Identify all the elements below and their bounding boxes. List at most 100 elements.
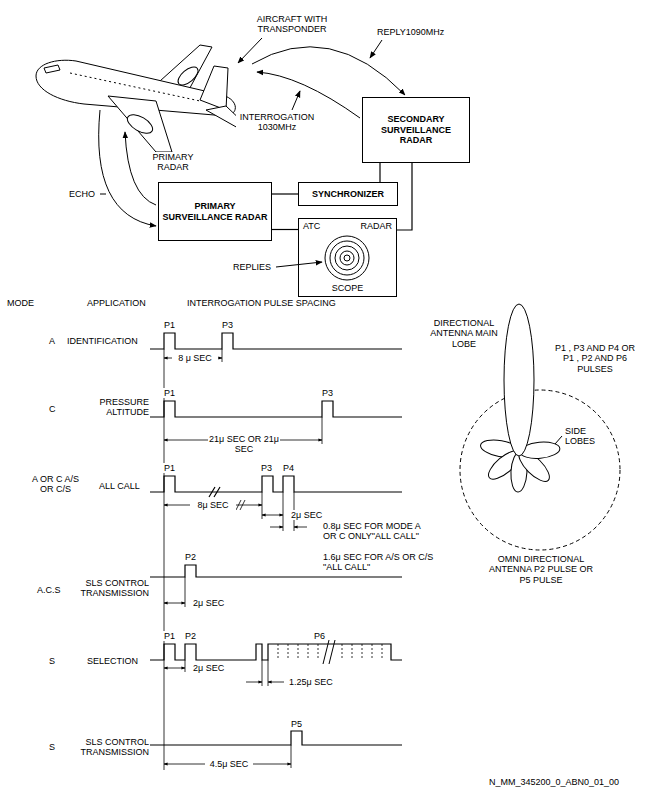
connector-line: [397, 163, 412, 230]
dimension-line: [246, 682, 262, 683]
scope-display: [325, 236, 369, 280]
callout-text: 2μ SEC: [290, 510, 323, 520]
callout-text: P1 , P3 AND P4 OR P1 , P2 AND P6 PULSES: [548, 343, 642, 374]
callout-text: P4: [282, 463, 295, 473]
process-box: PRIMARY SURVEILLANCE RADAR: [158, 182, 272, 241]
scope-ring: [325, 236, 369, 280]
leader-line: [555, 436, 562, 444]
box-label: ATC: [303, 221, 320, 232]
callout-text: P1: [163, 388, 176, 398]
callout-text: 2μ SEC: [192, 663, 225, 673]
scope-ring: [344, 255, 350, 261]
callout-text: INTERROGATION PULSE SPACING: [186, 298, 337, 308]
break-mark: [209, 487, 220, 497]
callout-text: P6: [313, 631, 326, 641]
callout-text: INTERROGATION 1030MHz: [236, 112, 318, 133]
callout-text: IDENTIFICATION: [66, 336, 139, 346]
leader-line: [276, 262, 322, 267]
scope-ring: [330, 241, 364, 275]
callout-text: OMNI DIRECTIONAL ANTENNA P2 PULSE OR P5 …: [485, 554, 597, 585]
callout-text: N_MM_345200_0_ABN0_01_00: [488, 777, 620, 787]
callout-text: A OR C A/S OR C/S: [30, 474, 81, 495]
box-label: SYNCHRONIZER: [302, 189, 394, 200]
pulse-train: [150, 401, 402, 417]
callout-text: 8 μ SEC: [172, 353, 218, 363]
box-label: SECONDARY SURVEILLANCE RADAR: [366, 114, 466, 146]
callout-text: SIDE LOBES: [564, 426, 602, 447]
radar-scope-box: ATC RADAR SCOPE: [298, 218, 397, 297]
callout-text: ECHO: [68, 189, 96, 199]
callout-text: 4.5μ SEC: [205, 759, 253, 769]
leader-line: [292, 91, 300, 110]
callout-text: REPLIES: [232, 262, 272, 272]
extension-line: [185, 349, 322, 768]
callout-text: SLS CONTROL TRANSMISSION: [70, 737, 150, 758]
box-label: SCOPE: [299, 283, 396, 294]
near-engine: [124, 111, 155, 137]
dimension-line: [270, 527, 283, 528]
pulse-train: [150, 476, 402, 492]
main-lobe: [504, 304, 534, 456]
callout-text: 1.6μ SEC FOR A/S OR C/S "ALL CALL": [322, 552, 436, 573]
callout-text: DIRECTIONAL ANTENNA MAIN LOBE: [426, 318, 502, 349]
box-label: RADAR: [360, 221, 392, 232]
callout-text: PRESSURE ALTITUDE: [90, 397, 150, 418]
callout-text: MODE: [6, 298, 35, 308]
callout-text: AIRCRAFT WITH TRANSPONDER: [250, 14, 334, 35]
aircraft: [36, 45, 246, 152]
process-box: SYNCHRONIZER: [298, 182, 398, 206]
callout-text: P1: [163, 463, 176, 473]
dimension-line: [294, 527, 307, 528]
dimension-line: [164, 603, 185, 604]
pulse-train: [150, 644, 402, 660]
pulse-train: [150, 333, 402, 349]
callout-text: C: [48, 404, 57, 414]
radio-paths: [99, 38, 405, 267]
break-mark: [323, 640, 335, 664]
leader-line: [238, 38, 262, 63]
process-box: SECONDARY SURVEILLANCE RADAR: [362, 97, 470, 163]
callout-text: 8μ SEC: [190, 500, 236, 510]
callout-text: APPLICATION: [86, 298, 147, 308]
cabin-windows: [70, 73, 200, 101]
cockpit-window: [44, 65, 60, 73]
reference-line: [164, 349, 165, 770]
callout-text: 1.25μ SEC: [288, 677, 334, 687]
tail-fin: [200, 66, 228, 110]
pulse-train: [150, 731, 402, 745]
callout-text: SLS CONTROL TRANSMISSION: [70, 578, 150, 599]
leader-line: [100, 194, 106, 195]
callout-text: P1: [163, 631, 176, 641]
callout-text: S: [48, 656, 56, 666]
callout-text: 0.8μ SEC FOR MODE A OR C ONLY"ALL CALL": [322, 521, 436, 542]
callout-text: 21μ SEC OR 21μ SEC: [208, 434, 280, 455]
box-label: PRIMARY SURVEILLANCE RADAR: [162, 201, 268, 223]
callout-text: A.C.S: [36, 585, 62, 595]
dimension-lines: [164, 358, 322, 764]
callout-text: A: [48, 336, 56, 346]
callout-text: REPLY1090MHz: [376, 27, 445, 37]
dimension-line: [164, 668, 185, 669]
connector-line: [379, 163, 380, 182]
connector-line: [272, 193, 298, 194]
connector-line: [272, 229, 298, 230]
dimension-line: [268, 682, 284, 683]
callout-text: S: [48, 742, 56, 752]
callout-text: 2μ SEC: [192, 598, 225, 608]
callout-text: P1: [163, 320, 176, 330]
break-mark: [236, 500, 245, 510]
near-wing: [108, 96, 172, 152]
reply-arc: [252, 47, 405, 95]
callout-text: P3: [221, 320, 234, 330]
callout-text: PRIMARY RADAR: [146, 152, 200, 173]
omni-pattern: [460, 390, 620, 550]
callout-text: P3: [260, 463, 273, 473]
leader-line: [370, 40, 382, 58]
callout-text: SELECTION: [86, 656, 139, 666]
data-block-hatch: [278, 644, 382, 660]
callout-text: P5: [290, 719, 303, 729]
dimension-line: [262, 515, 283, 516]
scope-ring: [335, 246, 359, 270]
